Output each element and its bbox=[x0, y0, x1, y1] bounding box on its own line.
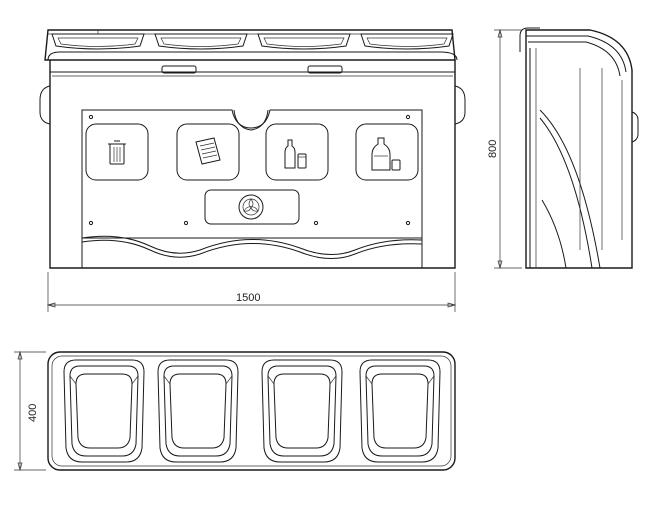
width-label: 1500 bbox=[236, 292, 260, 304]
top-opening-3 bbox=[261, 359, 343, 463]
front-skirt bbox=[81, 235, 423, 268]
depth-label: 400 bbox=[27, 404, 39, 422]
bottle-can-icon bbox=[284, 139, 307, 169]
trash-can-icon bbox=[108, 140, 126, 165]
compartment-panel-1 bbox=[85, 123, 149, 181]
front-body bbox=[39, 51, 466, 269]
height-dimension: 800 bbox=[487, 28, 522, 270]
recycle-emblem-icon bbox=[238, 194, 264, 220]
width-dimension: 1500 bbox=[46, 272, 457, 312]
front-view bbox=[39, 29, 466, 269]
compartment-panel-3 bbox=[265, 123, 329, 181]
compartment-panel-4 bbox=[355, 123, 419, 181]
top-opening-1 bbox=[63, 359, 145, 463]
top-opening-4 bbox=[359, 359, 441, 463]
side-view bbox=[519, 27, 639, 269]
front-opening-1 bbox=[51, 30, 145, 50]
depth-dimension: 400 bbox=[14, 350, 46, 472]
front-opening-4 bbox=[360, 33, 454, 50]
center-logo-panel bbox=[204, 189, 300, 225]
paper-icon bbox=[195, 137, 221, 165]
front-opening-2 bbox=[154, 33, 248, 50]
height-label: 800 bbox=[487, 140, 499, 158]
top-view bbox=[47, 351, 456, 471]
front-opening-3 bbox=[257, 33, 351, 50]
top-opening-2 bbox=[157, 359, 239, 463]
glass-bottle-icon bbox=[371, 137, 401, 171]
front-panel bbox=[81, 109, 423, 239]
compartment-panel-2 bbox=[176, 123, 240, 181]
